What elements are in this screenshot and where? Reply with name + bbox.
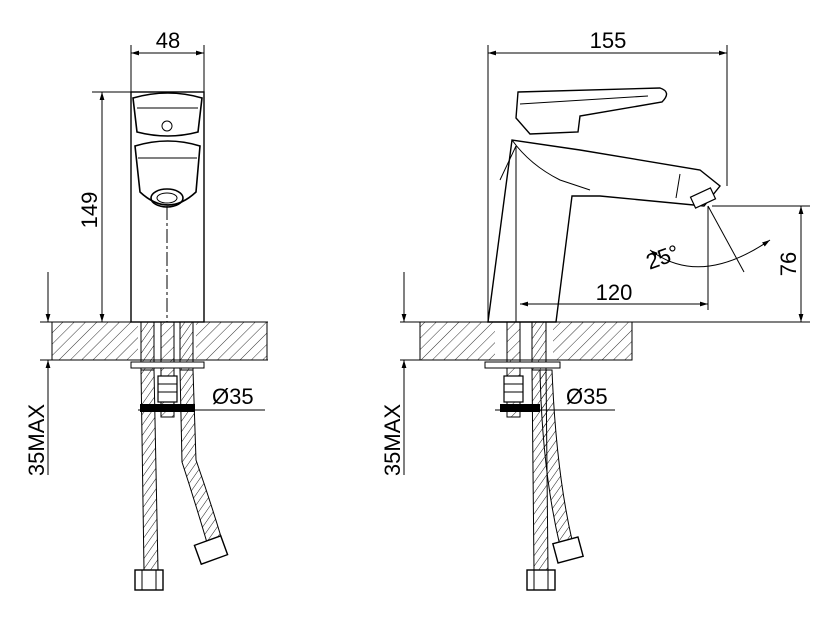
- front-hole-label: Ø35: [212, 384, 254, 409]
- side-view: 155 120 76 25° Ø35 3: [380, 28, 810, 591]
- front-hole-dimension: Ø35: [138, 384, 265, 411]
- front-faucet-body: [130, 91, 205, 323]
- front-max-label: 35MAX: [24, 404, 49, 476]
- side-mounting-hardware: [484, 321, 585, 591]
- front-width-label: 48: [156, 28, 180, 53]
- side-hole-label: Ø35: [566, 384, 608, 409]
- front-max-dimension: 35MAX: [24, 272, 51, 476]
- side-reach-label: 120: [596, 280, 633, 305]
- side-angle-dimension: 25°: [643, 205, 771, 275]
- side-max-dimension: 35MAX: [380, 272, 407, 476]
- front-width-dimension: 48: [130, 28, 205, 92]
- side-angle-label: 25°: [643, 240, 683, 275]
- front-height-dimension: 149: [77, 91, 131, 322]
- front-mounting-hardware: [130, 321, 229, 591]
- side-length-dimension: 155: [487, 28, 728, 322]
- front-height-label: 149: [77, 192, 102, 229]
- side-hole-dimension: Ø35: [495, 384, 615, 411]
- side-reach-dimension: 120: [520, 206, 709, 310]
- side-faucet-body: [487, 87, 721, 323]
- side-spout-height-dimension: 76: [712, 205, 810, 322]
- front-view: 48 149 Ø35 35MAX: [24, 28, 268, 591]
- side-spout-height-label: 76: [776, 252, 801, 276]
- side-length-label: 155: [590, 28, 627, 53]
- side-countertop: [400, 321, 810, 361]
- side-max-label: 35MAX: [380, 404, 405, 476]
